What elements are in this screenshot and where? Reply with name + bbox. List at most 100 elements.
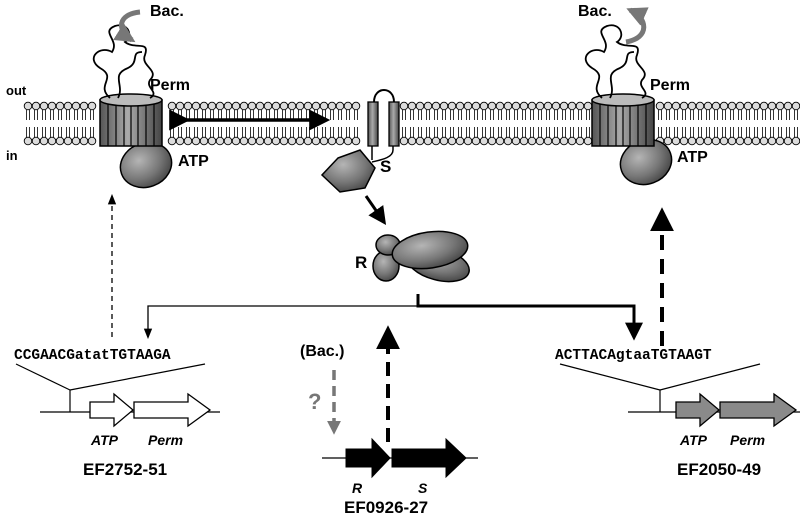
right-perm-gene <box>719 392 798 428</box>
right-perm-gene-label: Perm <box>730 432 765 448</box>
lipid-head <box>575 101 585 111</box>
lipid-head <box>727 101 737 111</box>
lipid-head <box>503 101 513 111</box>
lipid-head <box>191 136 201 146</box>
lipid-head <box>335 101 345 111</box>
lipid-head <box>703 136 713 146</box>
lipid-head <box>287 136 297 146</box>
lipid-head <box>719 101 729 111</box>
lipid-head <box>559 101 569 111</box>
lipid-head <box>351 101 361 111</box>
lipid-head <box>79 136 89 146</box>
lipid-head <box>23 101 33 111</box>
lipid-head <box>735 136 745 146</box>
lipid-head <box>447 136 457 146</box>
lipid-head <box>47 136 57 146</box>
sensor-gene-label: S <box>418 480 428 496</box>
lipid-head <box>87 101 97 111</box>
unknown-induction-question: ? <box>308 389 321 414</box>
lipid-head <box>511 136 521 146</box>
right-atp-label: ATP <box>677 149 708 166</box>
lipid-head <box>695 136 705 146</box>
lipid-head <box>207 101 217 111</box>
lipid-head <box>551 136 561 146</box>
lipid-head <box>511 101 521 111</box>
lipid-head <box>543 101 553 111</box>
lipid-head <box>431 101 441 111</box>
lipid-head <box>455 101 465 111</box>
lipid-head <box>231 101 241 111</box>
lipid-head <box>223 101 233 111</box>
lipid-head <box>279 136 289 146</box>
lipid-head <box>783 136 793 146</box>
sensor-kinase: S <box>320 89 400 193</box>
lipid-head <box>319 101 329 111</box>
lipid-head <box>447 101 457 111</box>
left-promoter-sequence: CCGAACGatatTGTAAGA <box>14 348 171 364</box>
lipid-head <box>407 136 417 146</box>
lipid-head <box>767 101 777 111</box>
lipid-head <box>279 101 289 111</box>
right-permease-loops <box>584 24 647 99</box>
lipid-head <box>543 136 553 146</box>
lipid-head <box>687 136 697 146</box>
lipid-head <box>575 136 585 146</box>
left-transporter: Bac. Perm ATP <box>92 3 209 189</box>
right-atp-gene-label: ATP <box>679 432 708 448</box>
left-permease-channel <box>99 93 163 147</box>
lipid-head <box>487 136 497 146</box>
lipid-head <box>55 136 65 146</box>
lipid-head <box>303 136 313 146</box>
lipid-head <box>399 101 409 111</box>
lipid-head <box>679 136 689 146</box>
lipid-head <box>791 136 800 146</box>
lipid-head <box>495 136 505 146</box>
regulator-gene <box>345 437 391 479</box>
bac-inducer-label: (Bac.) <box>300 343 344 360</box>
regulator-label: R <box>355 253 367 272</box>
lipid-head <box>71 101 81 111</box>
lipid-head <box>727 136 737 146</box>
lipid-head <box>311 101 321 111</box>
lipid-head <box>351 136 361 146</box>
lipid-head <box>783 101 793 111</box>
inside-label: in <box>6 148 18 163</box>
lipid-head <box>183 101 193 111</box>
lipid-head <box>751 101 761 111</box>
lipid-head <box>239 101 249 111</box>
lipid-head <box>311 136 321 146</box>
lipid-head <box>735 101 745 111</box>
left-perm-gene-label: Perm <box>148 432 183 448</box>
lipid-head <box>415 101 425 111</box>
regulator-to-left-promoter-arrow <box>143 294 419 340</box>
regulator-gene-label: R <box>352 480 363 496</box>
lipid-head <box>439 136 449 146</box>
right-bac-label: Bac. <box>578 3 612 20</box>
lipid-head <box>271 136 281 146</box>
lipid-head <box>39 101 49 111</box>
lipid-head <box>263 101 273 111</box>
lipid-head <box>415 136 425 146</box>
lipid-head <box>319 136 329 146</box>
left-perm-gene <box>133 392 212 428</box>
lipid-head <box>687 101 697 111</box>
lipid-head <box>31 101 41 111</box>
lipid-head <box>167 101 177 111</box>
lipid-head <box>87 136 97 146</box>
lipid-head <box>31 136 41 146</box>
lipid-head <box>271 101 281 111</box>
sensor-kinase-domain <box>320 149 376 193</box>
lipid-head <box>671 136 681 146</box>
lipid-head <box>759 101 769 111</box>
lipid-head <box>47 101 57 111</box>
right-operon: ACTTACAgtaaTGTAAGT ATP Perm EF2050-49 <box>555 348 800 479</box>
lipid-head <box>751 136 761 146</box>
lipid-head <box>39 136 49 146</box>
lipid-head <box>655 101 665 111</box>
lipid-head <box>23 136 33 146</box>
lipid-head <box>407 101 417 111</box>
lipid-head <box>423 101 433 111</box>
regulator-to-right-promoter-arrow <box>416 294 643 341</box>
lipid-head <box>199 101 209 111</box>
